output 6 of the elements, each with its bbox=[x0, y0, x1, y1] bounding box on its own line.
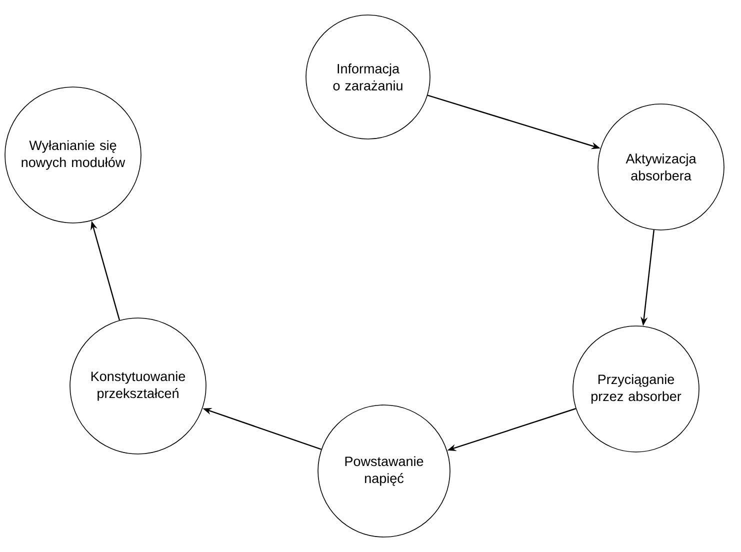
circle-node: Powstawanie napięć bbox=[318, 404, 450, 538]
circle-node: Przyciąganie przez absorber bbox=[572, 326, 700, 452]
circle-node: Aktywizacja absorbera bbox=[598, 104, 724, 230]
circle-node: Informacja o zarażaniu bbox=[306, 14, 430, 140]
circle-node: Konstytuowanie przekształceń bbox=[70, 318, 206, 454]
circle-node: Wyłanianie się nowych modułów bbox=[4, 86, 142, 224]
